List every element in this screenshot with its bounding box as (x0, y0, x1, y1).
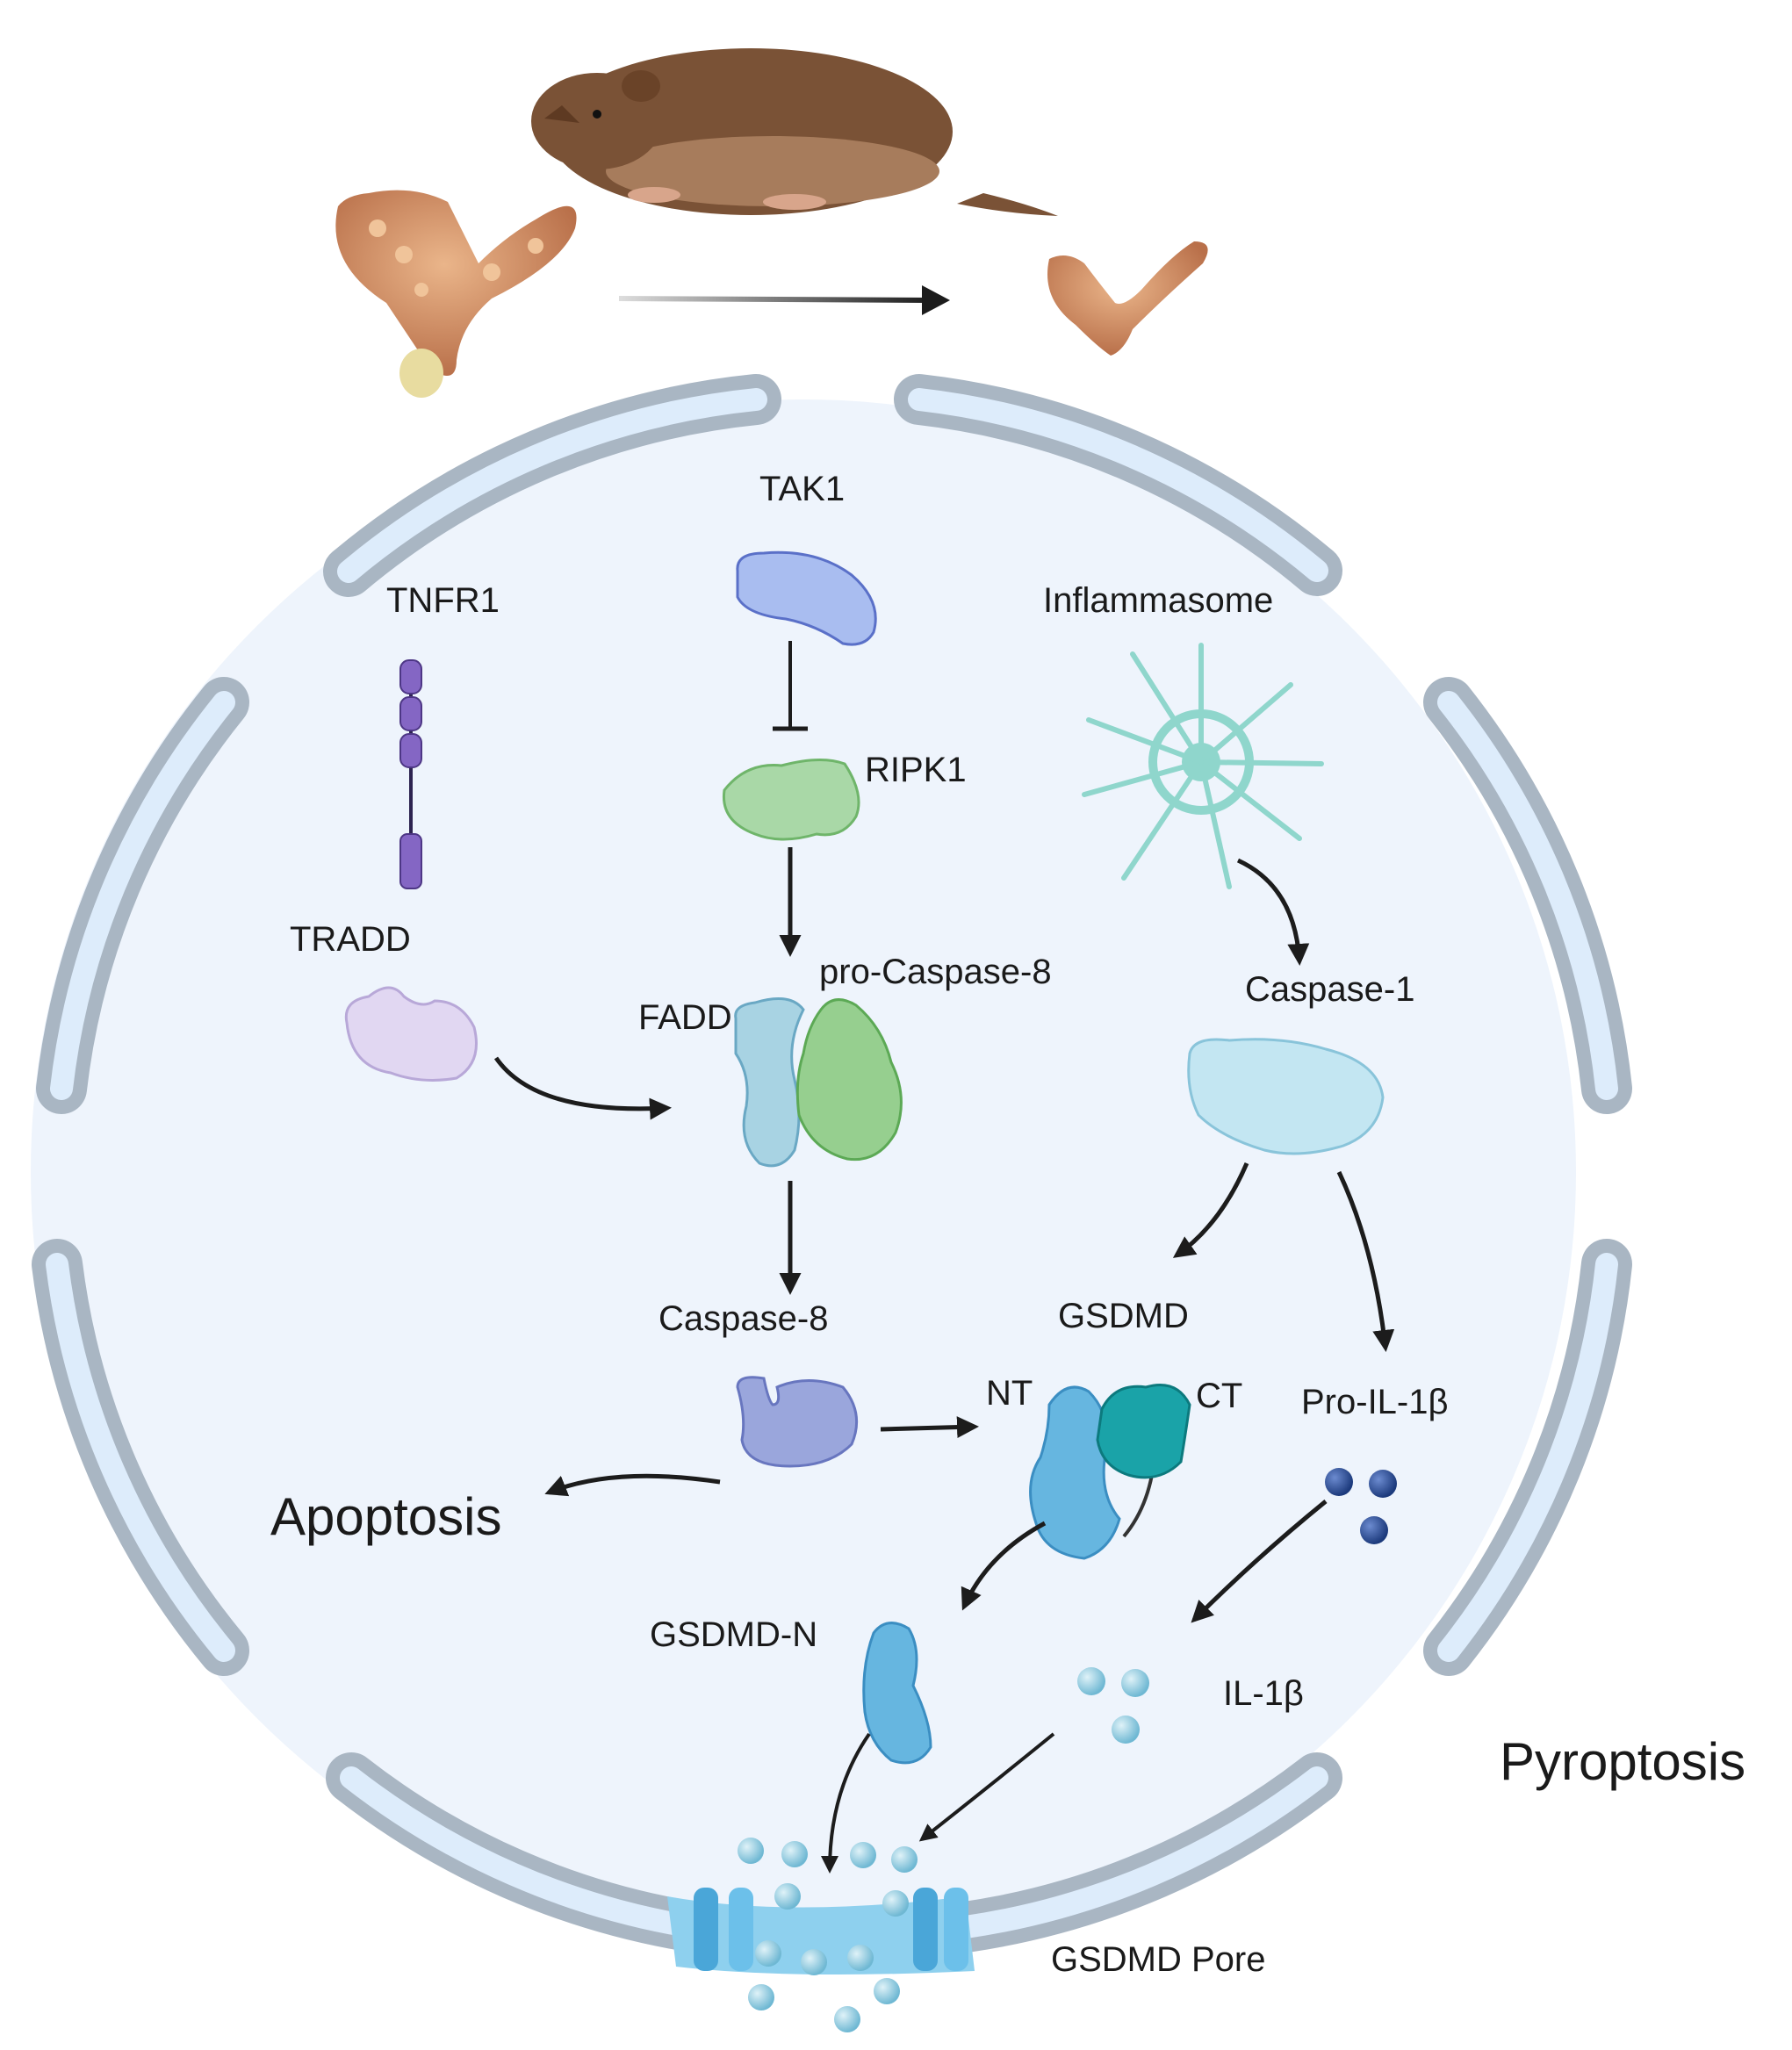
tak1-label: TAK1 (759, 470, 845, 508)
inflammasome-label: Inflammasome (1043, 581, 1273, 620)
pro-il1b-label: Pro-IL-1β (1301, 1383, 1449, 1421)
gsdmd-n-label: GSDMD-N (650, 1615, 817, 1654)
cell-body (31, 399, 1576, 1945)
organ-small-icon (1047, 241, 1208, 356)
fadd-shape (734, 997, 805, 1168)
apoptosis-label: Apoptosis (270, 1487, 502, 1546)
tnfr1-receptor (399, 659, 422, 889)
caspase8-label: Caspase-8 (659, 1299, 828, 1338)
pro-il1b-particles (1325, 1468, 1397, 1544)
pyroptosis-label: Pyroptosis (1500, 1732, 1745, 1791)
gsdmd-n-shape (862, 1622, 932, 1765)
tnfr1-label: TNFR1 (386, 581, 500, 620)
gsdmd-label: GSDMD (1058, 1297, 1189, 1335)
gsdmd-pore-icon (667, 1838, 975, 2032)
nt-label: NT (986, 1374, 1033, 1413)
caspase1-label: Caspase-1 (1245, 970, 1414, 1009)
caspase1-shape (1187, 1038, 1385, 1155)
ripk1-label: RIPK1 (865, 751, 967, 789)
tradd-shape (344, 986, 478, 1082)
caspase8-shape (736, 1376, 859, 1468)
pro-caspase8-label: pro-Caspase-8 (819, 953, 1052, 991)
tak1-shape (736, 550, 877, 646)
fadd-label: FADD (638, 998, 732, 1037)
il1b-particles (1077, 1667, 1149, 1744)
gsdmd-protein (1029, 1384, 1191, 1560)
inflammasome-icon (1082, 643, 1324, 889)
cell-membrane (32, 374, 1632, 1953)
pro-caspase8-shape (795, 998, 903, 1162)
organ-icon (335, 190, 577, 398)
tradd-label: TRADD (290, 920, 411, 959)
gsdmd-pore-label: GSDMD Pore (1051, 1940, 1266, 1979)
rodent-icon (531, 48, 1058, 216)
il1b-label: IL-1β (1223, 1674, 1304, 1713)
ct-label: CT (1196, 1377, 1242, 1415)
ripk1-shape (722, 758, 860, 841)
